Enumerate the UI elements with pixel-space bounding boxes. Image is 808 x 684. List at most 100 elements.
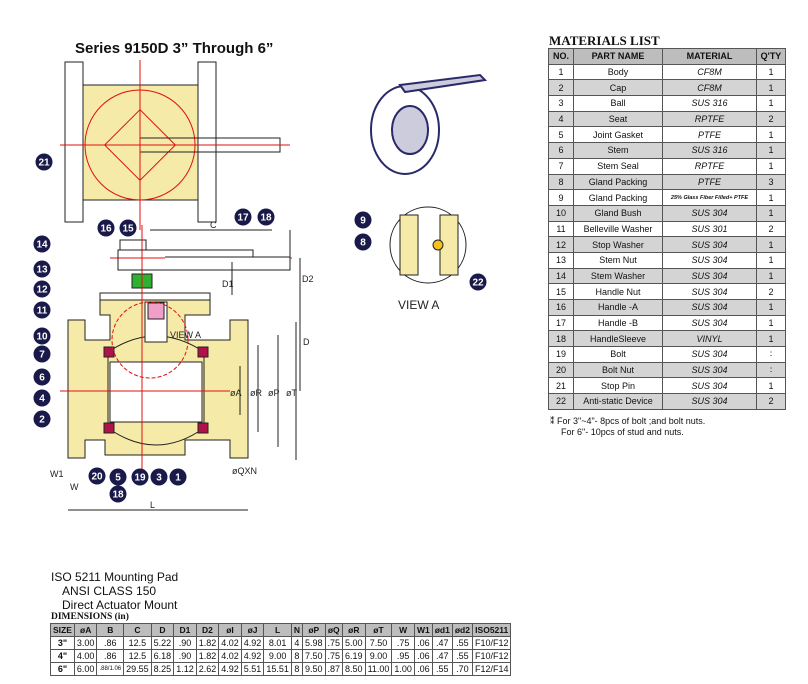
materials-cell: 6 [548, 142, 574, 159]
dimensions-cell: 4.92 [218, 662, 242, 676]
callout-number: 18 [112, 490, 124, 501]
materials-cell: Stop Washer [573, 236, 663, 253]
materials-cell: VINYL [662, 330, 757, 348]
callout-number: 13 [36, 265, 48, 276]
dimensions-cell: .86 [96, 636, 125, 650]
callout-badge: 22 [469, 273, 487, 291]
dimensions-header: N [290, 623, 303, 637]
callout-number: 8 [360, 238, 366, 249]
materials-cell: 1 [756, 95, 786, 112]
dimensions-cell: 8 [290, 649, 303, 663]
materials-cell: SUS 304 [662, 346, 757, 363]
dimensions-header: SIZE [50, 623, 75, 637]
callout-circle [33, 389, 51, 407]
valve-3d-render [370, 73, 488, 175]
materials-cell: Bolt Nut [573, 361, 663, 379]
dimensions-cell: 3" [50, 636, 75, 650]
dimensions-cell: 9.50 [301, 662, 326, 676]
svg-text:D: D [303, 337, 310, 347]
dimensions-cell: F10/F12 [471, 636, 512, 650]
dimensions-cell: 12.5 [123, 636, 152, 650]
materials-cell: 4 [548, 110, 574, 128]
materials-cell: 1 [756, 126, 786, 144]
dimensions-cell: .86 [96, 649, 125, 663]
dimensions-cell: .75 [391, 636, 415, 650]
dimensions-header: C [123, 623, 152, 637]
materials-cell: 1 [756, 204, 786, 222]
materials-header: MATERIAL [662, 48, 757, 65]
callout-number: 15 [122, 224, 134, 235]
materials-note: ⁑ For 3"~4"- 8pcs of bolt ;and bolt nuts… [550, 416, 706, 437]
callout-circle [33, 260, 51, 278]
callout-badge: 18 [257, 208, 275, 226]
materials-cell: 1 [756, 330, 786, 348]
dimensions-header: D2 [195, 623, 220, 637]
materials-cell: Belleville Washer [573, 220, 663, 238]
callout-circle [469, 273, 487, 291]
callout-badge: 14 [33, 235, 51, 253]
callout-circle [33, 327, 51, 345]
dimensions-header: D [150, 623, 175, 637]
dimensions-title: DIMENSIONS (in) [51, 612, 129, 622]
dimensions-cell: 11.00 [364, 662, 393, 676]
materials-cell: 1 [756, 157, 786, 175]
materials-cell: SUS 304 [662, 204, 757, 222]
dimensions-cell: 6.00 [73, 662, 98, 676]
callout-badge: 13 [33, 260, 51, 278]
callout-badge: 6 [33, 368, 51, 386]
dimensions-cell: 7.50 [364, 636, 393, 650]
svg-text:VIEW A: VIEW A [170, 330, 201, 340]
dimensions-header: øJ [240, 623, 265, 637]
callout-number: 11 [37, 306, 48, 317]
callout-number: 9 [360, 216, 366, 227]
dimensions-cell: .47 [431, 636, 453, 650]
callout-badge: 18 [109, 485, 127, 503]
callout-badge: 4 [33, 389, 51, 407]
callout-number: 6 [39, 373, 45, 384]
callout-number: 1 [175, 473, 181, 484]
materials-cell: CF8M [662, 79, 757, 97]
dimensions-cell: 9.00 [263, 649, 292, 663]
materials-cell: 3 [756, 173, 786, 191]
dimensions-cell: .95 [391, 649, 415, 663]
callout-circle [257, 208, 275, 226]
callout-badge: 16 [97, 219, 115, 237]
svg-text:øT: øT [286, 388, 297, 398]
callout-circle [354, 211, 372, 229]
dimensions-header: L [263, 623, 292, 637]
callout-badge: 10 [33, 327, 51, 345]
dimensions-header: B [96, 623, 125, 637]
page-title: Series 9150D 3” Through 6” [75, 40, 274, 57]
callout-badge: 3 [150, 468, 168, 486]
materials-cell: 1 [548, 63, 574, 81]
dimensions-header: ISO5211 [471, 623, 512, 637]
materials-cell: Gland Packing [573, 173, 663, 191]
materials-cell: SUS 304 [662, 377, 757, 395]
dimensions-cell: .90 [173, 636, 197, 650]
dimensions-cell: .70 [451, 662, 473, 676]
dimensions-cell: .87 [324, 662, 344, 676]
materials-cell: Stop Pin [573, 377, 663, 395]
dimensions-cell: 2.62 [195, 662, 220, 676]
materials-cell: Bolt [573, 346, 663, 363]
materials-cell: 22 [548, 393, 574, 410]
dimensions-header: øR [342, 623, 366, 637]
callout-badge: 1 [169, 468, 187, 486]
materials-cell: 18 [548, 330, 574, 348]
materials-cell: Stem Seal [573, 157, 663, 175]
